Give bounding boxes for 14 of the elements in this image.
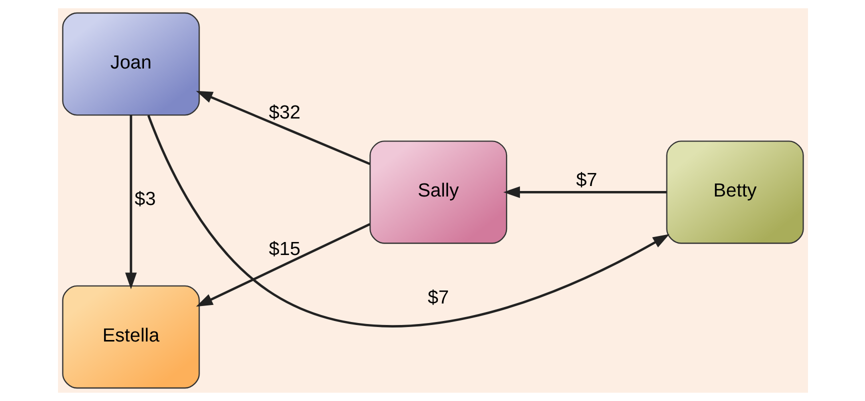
arrow — [146, 114, 670, 328]
node-box: Joan — [62, 12, 200, 116]
arrow — [196, 223, 370, 307]
edge-label: $32 — [268, 102, 300, 124]
node-box: Estella — [62, 285, 200, 389]
arrow — [195, 90, 370, 165]
edge-label: $15 — [268, 238, 300, 260]
arrow — [124, 115, 136, 290]
arrow — [502, 186, 666, 198]
node-box: Betty — [666, 140, 804, 244]
node-box: Sally — [369, 140, 507, 244]
edge-label: $7 — [427, 288, 448, 309]
edge-label: $3 — [134, 189, 156, 210]
edge-label: $7 — [576, 170, 597, 192]
